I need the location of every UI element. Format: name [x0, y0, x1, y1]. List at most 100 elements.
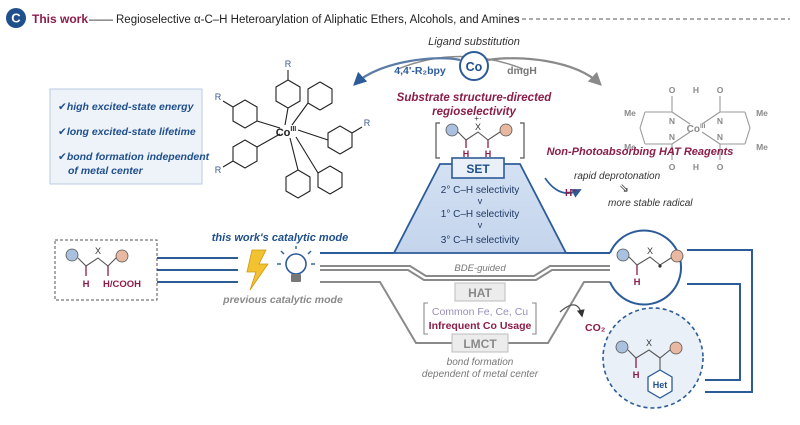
arrow-to-bpy — [353, 57, 461, 86]
header-dash: —— — [89, 12, 113, 26]
lmct-line-2: dependent of metal center — [422, 369, 539, 380]
o-label-2: O — [717, 85, 724, 95]
section-badge-letter: C — [11, 11, 21, 26]
lmct-label: LMCT — [463, 337, 497, 351]
hat-box — [454, 282, 506, 302]
header-title: Regioselective α-C–H Heteroarylation of … — [116, 14, 520, 26]
r-label-left-top: R — [215, 92, 222, 102]
cobalt-bpy-complex — [222, 70, 363, 199]
o-label-1: O — [669, 85, 676, 95]
blue-sphere — [445, 123, 459, 137]
common-metals-label: Common Fe, Ce, Cu — [432, 306, 528, 318]
o-label-3: O — [669, 162, 676, 172]
deprotonation: rapid deprotonation H⁺ ⇘ more stable rad… — [544, 171, 693, 209]
me-label-4: Me — [756, 142, 768, 152]
product-blue-sphere — [615, 340, 629, 354]
lmct-line-1: bond formation — [447, 357, 514, 368]
co-bpy-center: CoIII — [276, 126, 297, 139]
co2-release: CO₂ — [559, 304, 606, 334]
me-label-2: Me — [624, 142, 636, 152]
rapid-deprotonation-label: rapid deprotonation — [574, 171, 661, 182]
lmct-block: LMCT bond formation dependent of metal c… — [422, 333, 539, 380]
feature-3-cont: of metal center — [68, 165, 144, 177]
feature-2: ✔long excited-state lifetime — [58, 126, 196, 138]
orange-sphere — [499, 123, 513, 137]
product-x: X — [646, 338, 652, 348]
product-h: H — [633, 370, 640, 381]
product-connector — [687, 249, 753, 393]
cobalt-dmgh-complex — [639, 96, 751, 160]
set-trapezoid: SET 2° C–H selectivity v 1° C–H selectiv… — [392, 157, 568, 254]
infrequent-co-label: Infrequent Co Usage — [429, 320, 532, 332]
selectivity-2deg: 2° C–H selectivity — [441, 185, 519, 196]
v-sep-2: v — [478, 220, 483, 230]
n-label-2: N — [717, 116, 723, 126]
n-label-4: N — [717, 132, 723, 142]
radical-h-2: H — [485, 149, 492, 159]
product-orange-sphere — [669, 341, 683, 355]
radical-cation: X +· H H — [435, 114, 525, 159]
cobalt-bpy-labels: R R R R CoIII — [215, 59, 371, 175]
selectivity-heading: Substrate structure-directed regioselect… — [397, 92, 553, 118]
radical-dot — [658, 264, 662, 268]
section-badge — [6, 8, 26, 28]
v-sep-1: v — [478, 196, 483, 206]
n-label-3: N — [669, 132, 675, 142]
input-lines — [157, 257, 238, 283]
header: C This work —— Regioselective α-C–H Hete… — [6, 8, 790, 28]
selectivity-title-2: regioselectivity — [432, 106, 516, 118]
product-circle: X H Het — [602, 307, 704, 409]
stable-radical-label: more stable radical — [608, 198, 693, 209]
h-plus-label: H⁺ — [565, 188, 578, 199]
set-box — [451, 157, 505, 179]
cobalt-dmgh-labels: Me Me Me Me O O O O H H N N N N CoIII — [624, 85, 768, 172]
co-dmgh-center: CoIII — [687, 123, 706, 135]
substrate-h: H — [83, 279, 90, 290]
h-label-bottom: H — [693, 162, 699, 172]
substrate-orange-sphere — [115, 249, 129, 263]
r-label-right: R — [364, 118, 371, 128]
co2-label: CO₂ — [585, 322, 606, 334]
hetarene-ring — [647, 369, 673, 399]
double-arrow-icon: ⇘ — [619, 181, 629, 195]
arrow-to-dmgh — [487, 57, 602, 86]
lightning-icon — [246, 249, 269, 291]
substrate-cooh: H/COOH — [103, 279, 141, 290]
hat-label: HAT — [468, 286, 492, 300]
features-box: ✔high excited-state energy ✔long excited… — [49, 88, 210, 185]
light-bulb-icon — [277, 246, 315, 282]
me-label-1: Me — [624, 108, 636, 118]
selectivity-title-1: Substrate structure-directed — [397, 92, 553, 104]
substrate-box: X H H/COOH — [54, 239, 158, 301]
cobalt-center-circle — [459, 51, 489, 81]
r-label-top: R — [285, 59, 292, 69]
ligand-arc — [397, 55, 524, 70]
me-label-3: Me — [756, 108, 768, 118]
radical-x: X — [475, 122, 481, 132]
this-work-mode-label: this work's catalytic mode — [212, 232, 349, 244]
dmgh-ligand-label: dmgH — [507, 65, 537, 77]
previous-mode-label: previous catalytic mode — [222, 294, 343, 306]
selectivity-3deg: 3° C–H selectivity — [441, 235, 519, 246]
radical-h-1: H — [463, 149, 470, 159]
radical-circle: X H — [609, 229, 684, 306]
substrate-blue-sphere — [65, 248, 79, 262]
n-label-1: N — [669, 116, 675, 126]
feature-1: ✔high excited-state energy — [58, 101, 195, 113]
features-panel — [49, 88, 203, 185]
o-label-4: O — [717, 162, 724, 172]
bpy-ligand-label: 4,4'-R₂bpy — [394, 65, 446, 77]
h-label-top: H — [693, 85, 699, 95]
radical-product-h: H — [634, 277, 641, 288]
radical-blue-sphere — [616, 248, 630, 262]
lmct-box — [451, 333, 509, 353]
bde-guided-label: BDE-guided — [454, 263, 506, 274]
this-work-label: This work — [32, 12, 88, 26]
feature-3: ✔bond formation independent — [58, 151, 210, 163]
het-label: Het — [653, 380, 668, 390]
ligand-substitution-label: Ligand substitution — [428, 36, 520, 48]
radical-product-x: X — [647, 246, 653, 256]
cobalt-center-label: Co — [466, 60, 483, 74]
substrate-x: X — [95, 246, 101, 256]
